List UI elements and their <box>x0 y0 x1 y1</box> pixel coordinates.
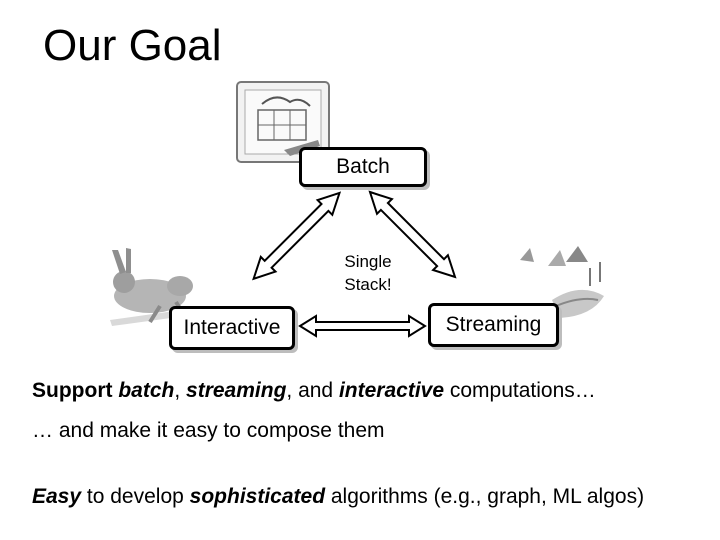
batch-illustration <box>236 81 330 163</box>
sophisticated-line: Easy to develop sophisticated algorithms… <box>32 484 692 509</box>
support-word: Support <box>32 379 113 402</box>
interactive-streaming-arrow <box>298 314 427 338</box>
develop-text: to develop <box>86 485 184 508</box>
interactive-word: interactive <box>338 379 445 402</box>
sep-1: , <box>174 379 181 402</box>
streaming-word: streaming <box>186 379 287 402</box>
slide-title: Our Goal <box>43 21 222 70</box>
support-line: Support batch, streaming, and interactiv… <box>32 378 596 403</box>
stream-illustration <box>520 246 604 318</box>
center-label-line-1: Single <box>344 252 392 271</box>
interactive-node: Interactive <box>169 306 295 350</box>
batch-node: Batch <box>299 147 427 187</box>
batch-word: batch <box>118 379 175 402</box>
streaming-node: Streaming <box>428 303 559 347</box>
sep-2: , and <box>286 379 334 402</box>
sophisticated-word: sophisticated <box>189 485 326 508</box>
center-label-line-2: Stack! <box>344 275 392 294</box>
batch-interactive-arrow <box>252 191 342 281</box>
algorithms-text: algorithms (e.g., graph, ML algos) <box>330 485 645 508</box>
easy-word: Easy <box>32 485 82 508</box>
compose-line: … and make it easy to compose them <box>32 419 385 442</box>
computations-text: computations… <box>449 379 596 402</box>
batch-streaming-arrow <box>368 190 457 279</box>
single-stack-label: Single Stack! <box>320 250 416 296</box>
